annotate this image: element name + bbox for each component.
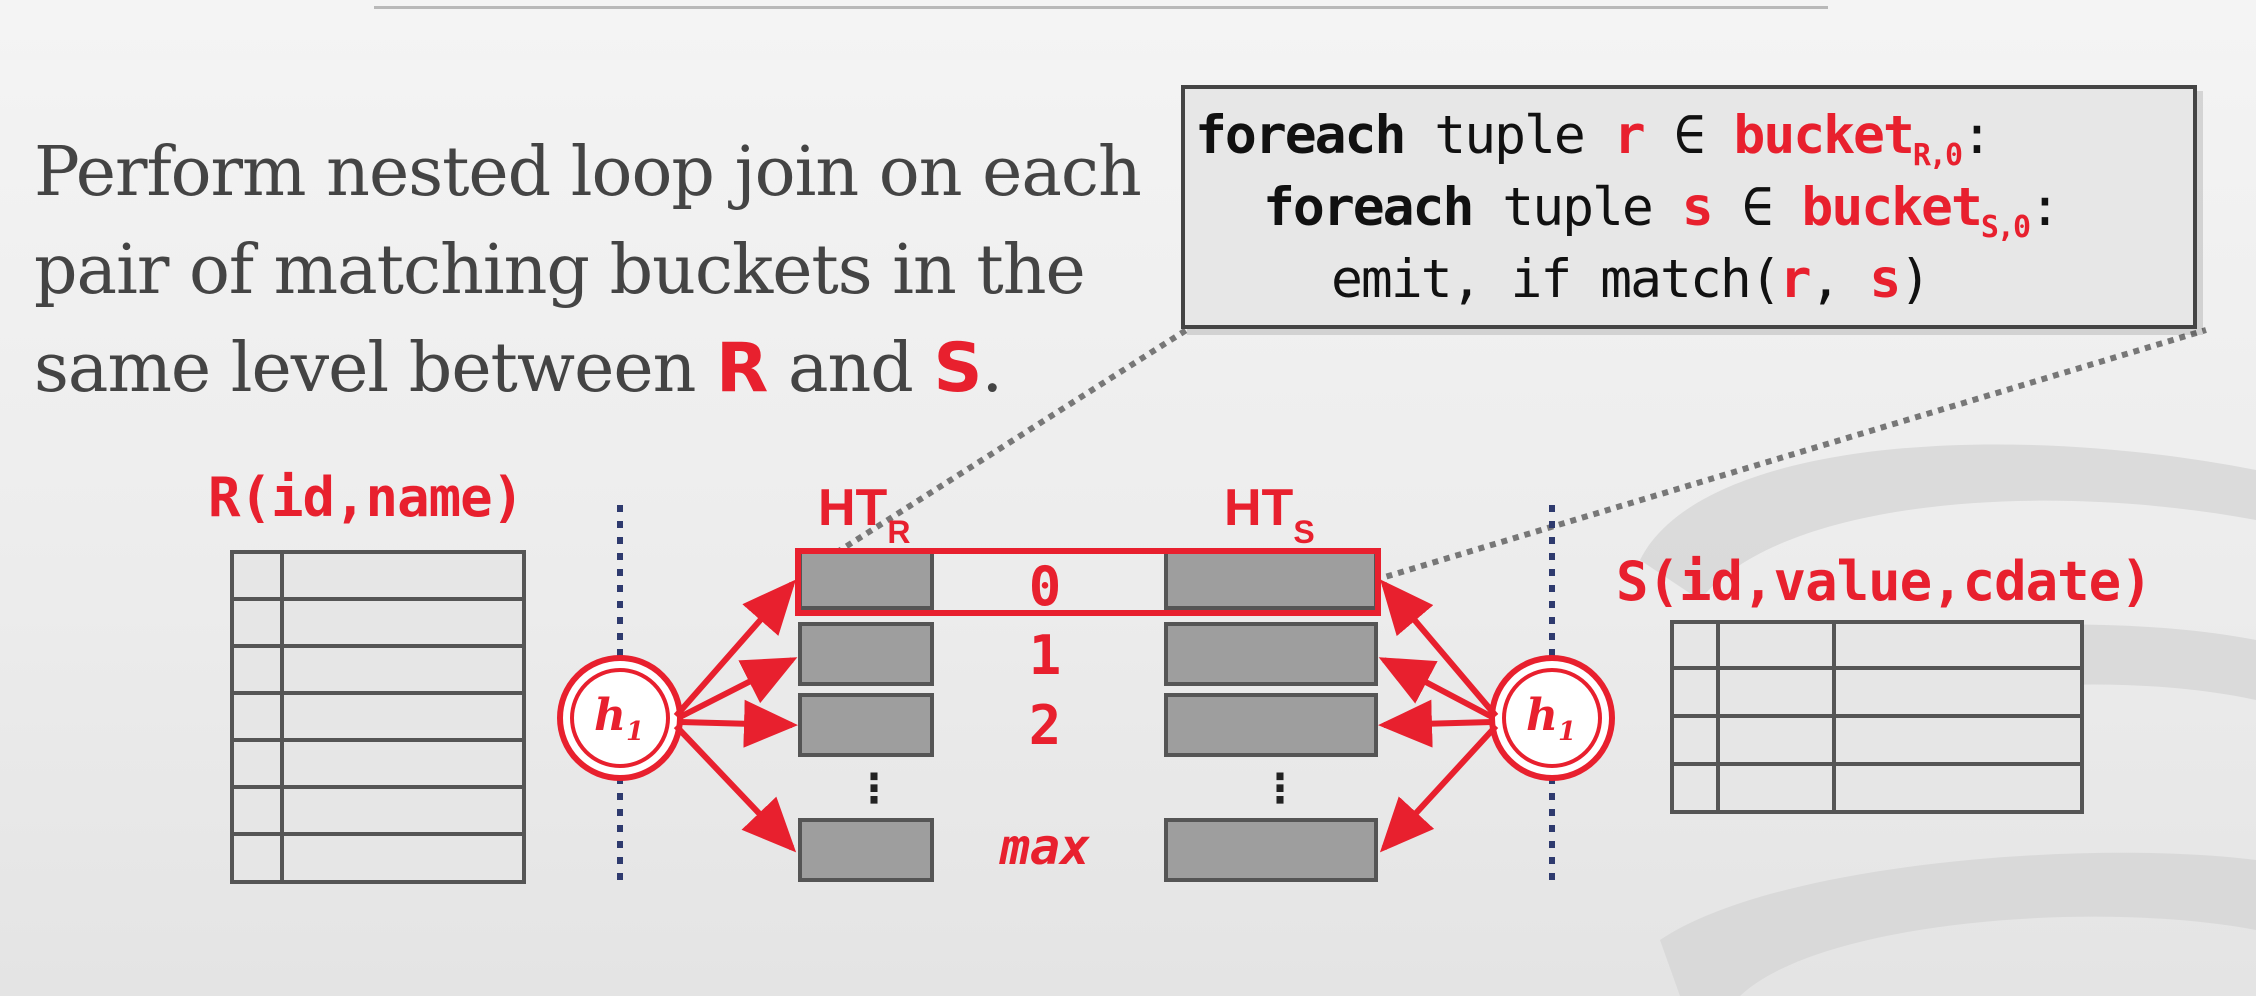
hash-label-left: h1	[594, 690, 644, 747]
bucket-index-max: max	[999, 818, 1091, 876]
description-line-3-prefix: same level between	[34, 329, 716, 408]
ht-s-bucket-1	[1164, 622, 1378, 686]
hash-subscript: 1	[626, 717, 645, 747]
bucket-s-subscript: S,0	[1980, 210, 2031, 245]
callout-line-right	[1374, 327, 2207, 583]
bucket-r-subscript: R,0	[1912, 138, 1963, 173]
keyword-foreach: foreach	[1263, 177, 1474, 238]
r-table	[230, 550, 526, 884]
s-table	[1670, 620, 2084, 814]
hash-label-right: h1	[1526, 690, 1576, 747]
code-tuple: tuple	[1404, 105, 1614, 166]
ht-r-bucket-0	[798, 550, 934, 610]
ht-s-bucket-0	[1164, 550, 1378, 610]
hash-function-right	[1489, 655, 1615, 781]
colon: :	[1961, 105, 1993, 166]
ht-r-bucket-2	[798, 693, 934, 757]
var-s: s	[1681, 177, 1714, 238]
s-table-label: S(id,value,cdate)	[1616, 550, 2153, 613]
comma: ,	[1809, 249, 1870, 310]
var-s: s	[1869, 249, 1901, 310]
ht-s-label: HTS	[1224, 478, 1315, 551]
code-tuple: tuple	[1472, 177, 1682, 238]
ht-s-buckets	[1164, 550, 1378, 882]
code-line-3: emit, if match(r, s)	[1331, 249, 1931, 310]
code-line-1: foreach tuple r ∈ bucketR,0:	[1195, 105, 1993, 173]
keyword-foreach: foreach	[1195, 105, 1406, 166]
var-r: r	[1613, 105, 1646, 166]
level-0-highlight	[795, 548, 1381, 616]
ht-r-ellipsis: ⋮	[854, 766, 894, 812]
element-of: ∈	[1711, 177, 1802, 238]
description-line-2: pair of matching buckets in the	[34, 231, 1086, 310]
ht-s-ellipsis: ⋮	[1260, 766, 1300, 812]
hash-name: h	[594, 690, 626, 741]
emit-prefix: emit, if match(	[1331, 249, 1782, 310]
hash-arrows-right	[1378, 579, 1499, 853]
code-callout: foreach tuple r ∈ bucketR,0: foreach tup…	[1181, 85, 2197, 329]
r-table-label: R(id,name)	[208, 466, 524, 529]
hash-function-left	[557, 655, 683, 781]
bucket-word: bucket	[1733, 105, 1914, 166]
relation-r-name: R	[715, 329, 768, 408]
period: .	[981, 329, 1003, 408]
bucket-index-1: 1	[1028, 624, 1062, 687]
description-line-1: Perform nested loop join on each	[34, 133, 1142, 212]
and-word: and	[767, 329, 934, 408]
ht-r-bucket-max	[798, 818, 934, 882]
relation-s-name: S	[933, 329, 982, 408]
ht-text: HT	[1224, 479, 1294, 537]
bucket-s-0: bucketS,0	[1801, 177, 2031, 245]
hash-arrows-left	[673, 579, 798, 853]
code-line-2: foreach tuple s ∈ bucketS,0:	[1263, 177, 2061, 245]
ht-s-bucket-max	[1164, 818, 1378, 882]
ht-r-subscript: R	[887, 514, 911, 550]
ht-r-bucket-1	[798, 622, 934, 686]
element-of: ∈	[1643, 105, 1734, 166]
ht-s-subscript: S	[1293, 514, 1315, 550]
ht-r-label: HTR	[818, 478, 910, 551]
main-description: Perform nested loop join on each pair of…	[34, 124, 1144, 418]
ht-s-bucket-2	[1164, 693, 1378, 757]
var-r: r	[1779, 249, 1812, 310]
bucket-index-0: 0	[1028, 555, 1062, 618]
description-line-3: same level between R and S.	[34, 320, 1144, 418]
close-paren: )	[1899, 249, 1931, 310]
ht-text: HT	[818, 479, 888, 537]
hash-name: h	[1526, 690, 1558, 741]
ht-r-buckets	[798, 550, 934, 882]
bucket-index-2: 2	[1028, 694, 1062, 757]
top-divider	[374, 6, 1828, 9]
bucket-word: bucket	[1801, 177, 1982, 238]
callout-line-left	[804, 326, 1190, 575]
hash-subscript: 1	[1558, 717, 1577, 747]
bucket-r-0: bucketR,0	[1733, 105, 1963, 173]
colon: :	[2029, 177, 2061, 238]
